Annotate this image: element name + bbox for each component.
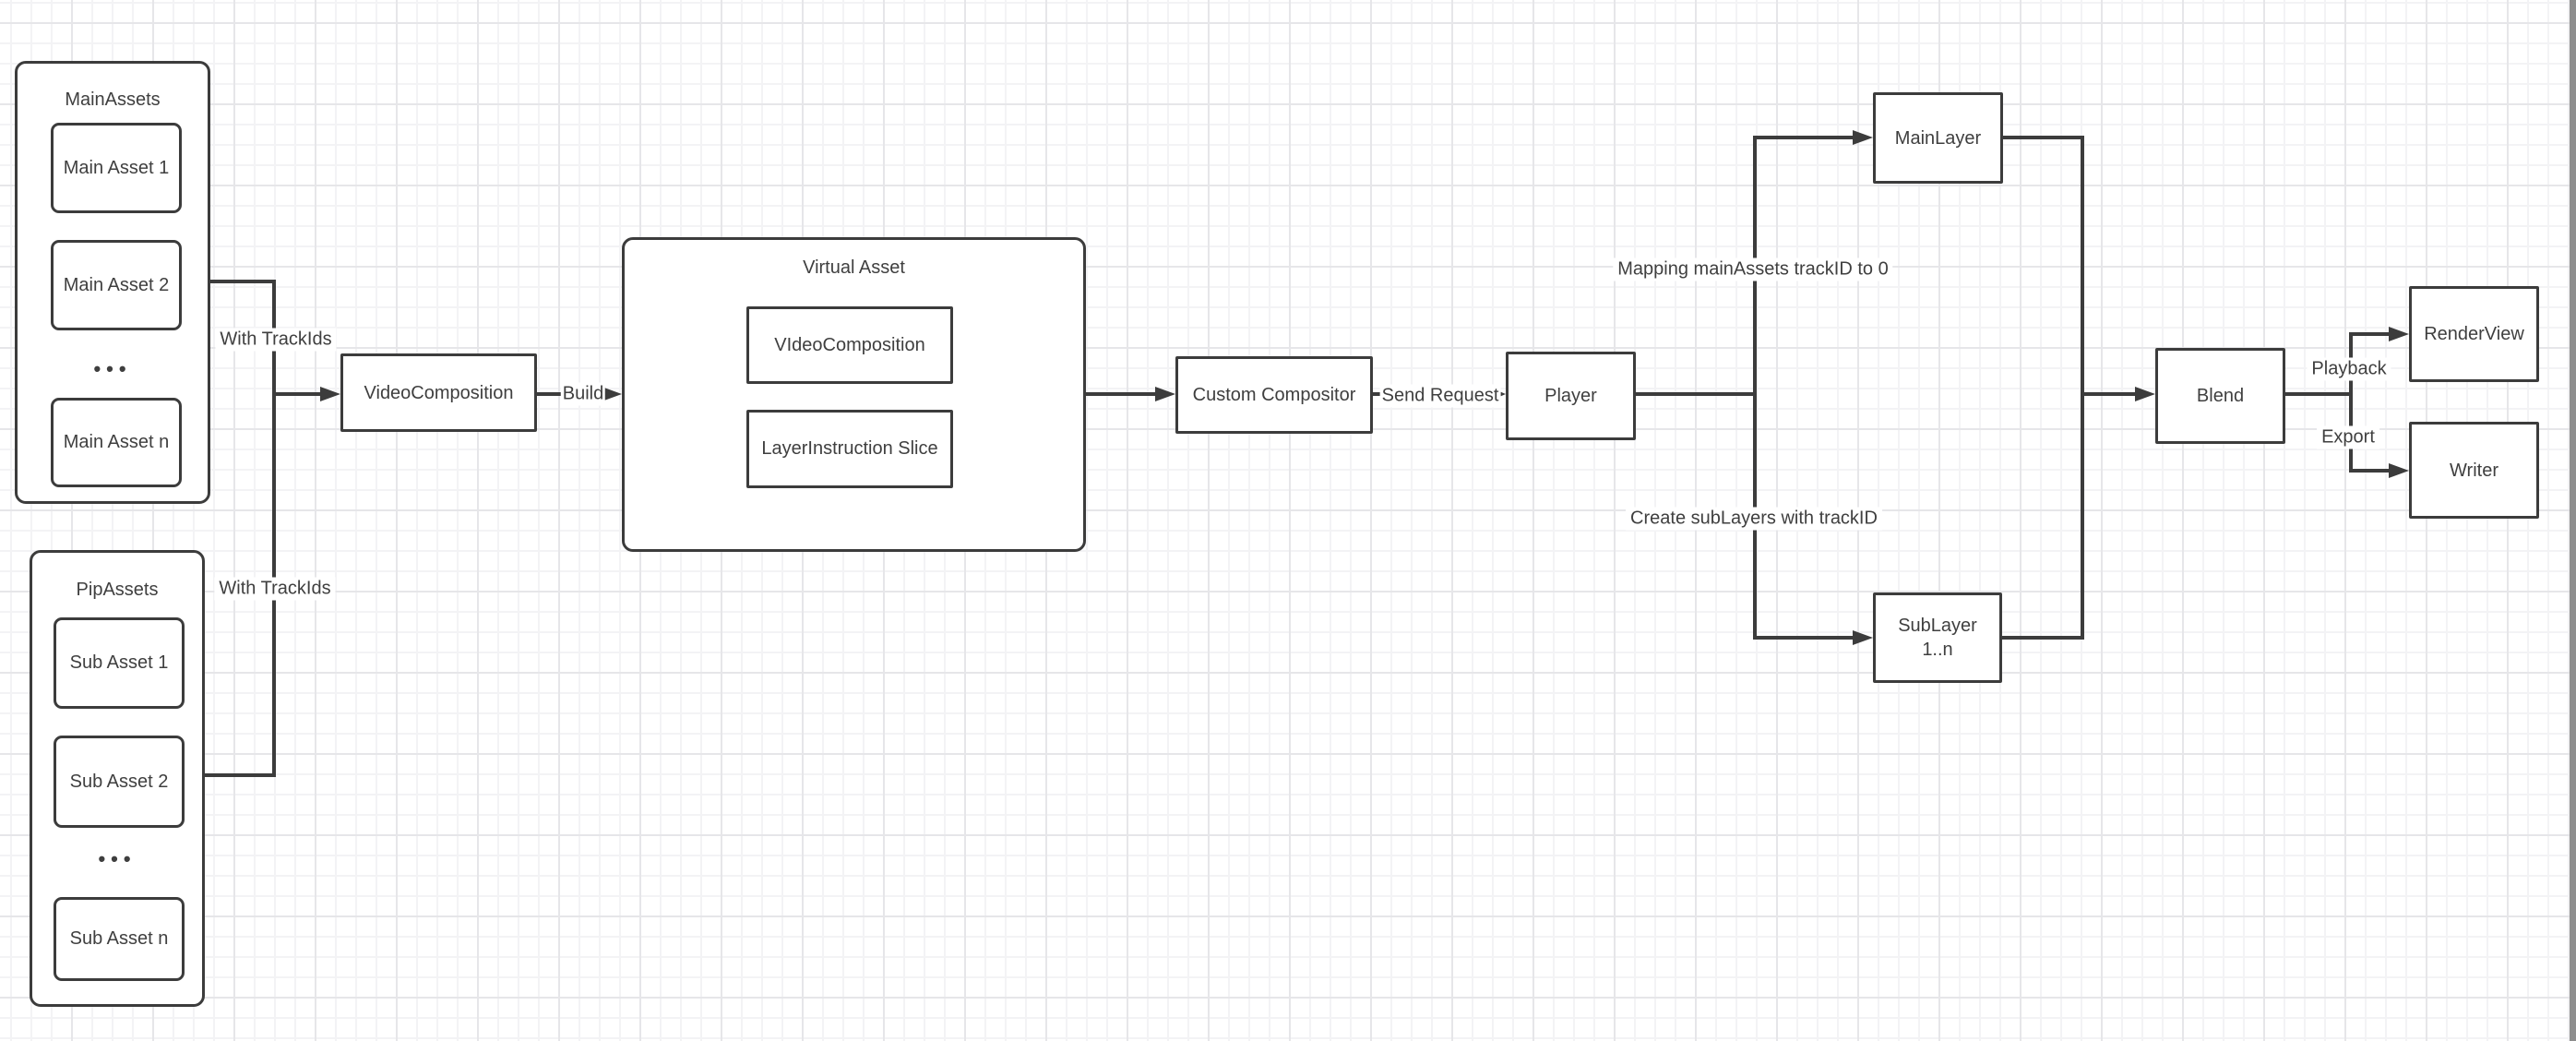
node-sub-asset-1[interactable]: Sub Asset 1: [54, 617, 185, 709]
node-render-view[interactable]: RenderView: [2409, 286, 2539, 382]
node-sub-asset-2[interactable]: Sub Asset 2: [54, 736, 185, 828]
arrowhead: [2135, 387, 2155, 401]
edge-label-export[interactable]: Export: [2317, 425, 2379, 449]
node-main-layer[interactable]: MainLayer: [1873, 92, 2003, 184]
edge-label-playback[interactable]: Playback: [2307, 357, 2391, 381]
edge-label-send-request[interactable]: Send Request: [1379, 384, 1501, 408]
node-sub-layer-line2: 1..n: [1922, 640, 1953, 660]
edge-label-with-trackids-pip[interactable]: With TrackIds: [214, 577, 336, 601]
group-pip-assets[interactable]: PipAssets Sub Asset 1 Sub Asset 2 ••• Su…: [30, 550, 205, 1007]
edge-mainlayer-merge[interactable]: [2003, 136, 2084, 139]
edge-junction-videocomposition[interactable]: [272, 392, 322, 396]
edge-label-mapping-mainassets[interactable]: Mapping mainAssets trackID to 0: [1613, 257, 1893, 281]
edge-split-vertical[interactable]: [2349, 332, 2353, 473]
node-sub-asset-n[interactable]: Sub Asset n: [54, 897, 185, 981]
edge-branch-sublayer[interactable]: [1753, 636, 1853, 640]
edge-mainassets-junction[interactable]: [209, 280, 276, 283]
arrowhead: [320, 387, 340, 401]
edge-blend-split[interactable]: [2285, 392, 2353, 396]
edge-player-branch[interactable]: [1636, 392, 1755, 396]
group-virtual-asset[interactable]: Virtual Asset VIdeoComposition LayerInst…: [622, 237, 1086, 552]
node-layerinstruction-slice[interactable]: LayerInstruction Slice: [746, 410, 953, 488]
node-player[interactable]: Player: [1506, 352, 1636, 440]
node-videocomposition-inner[interactable]: VIdeoComposition: [746, 306, 953, 384]
node-sub-layer-line1: SubLayer: [1898, 616, 1977, 636]
edge-split-writer[interactable]: [2349, 469, 2389, 473]
edge-merge-vertical[interactable]: [2081, 136, 2084, 640]
node-sub-layer[interactable]: SubLayer 1..n: [1873, 592, 2002, 683]
arrowhead: [1853, 130, 1873, 145]
edge-label-build[interactable]: Build: [560, 382, 606, 406]
arrowhead: [2389, 463, 2409, 478]
node-main-asset-2[interactable]: Main Asset 2: [51, 240, 182, 330]
node-main-asset-n[interactable]: Main Asset n: [51, 398, 182, 487]
ellipsis: •••: [93, 357, 132, 380]
arrowhead: [1853, 630, 1873, 645]
edge-branch-vertical[interactable]: [1753, 136, 1757, 640]
arrowhead: [602, 387, 622, 401]
arrowhead: [2389, 327, 2409, 341]
edge-sublayer-merge[interactable]: [2002, 636, 2084, 640]
edge-merge-blend[interactable]: [2081, 392, 2135, 396]
group-title: MainAssets: [65, 90, 161, 110]
node-blend[interactable]: Blend: [2155, 348, 2285, 444]
arrowhead: [1155, 387, 1175, 401]
edge-label-create-sublayers[interactable]: Create subLayers with trackID: [1626, 507, 1882, 531]
edge-pipassets-junction[interactable]: [203, 773, 276, 777]
group-main-assets[interactable]: MainAssets Main Asset 1 Main Asset 2 •••…: [15, 61, 210, 504]
group-title: Virtual Asset: [803, 257, 905, 278]
edge-label-with-trackids-main[interactable]: With TrackIds: [215, 328, 337, 352]
edge-split-renderview[interactable]: [2349, 332, 2389, 336]
node-writer[interactable]: Writer: [2409, 422, 2539, 519]
ellipsis: •••: [98, 847, 137, 870]
node-videocomposition[interactable]: VideoComposition: [340, 353, 537, 432]
node-main-asset-1[interactable]: Main Asset 1: [51, 123, 182, 213]
edge-virtualasset-customcompositor[interactable]: [1086, 392, 1155, 396]
window-edge-strip: [2570, 0, 2576, 1041]
group-title: PipAssets: [76, 580, 159, 600]
edge-branch-mainlayer[interactable]: [1753, 136, 1853, 139]
edge-junction-vertical[interactable]: [272, 280, 276, 777]
node-custom-compositor[interactable]: Custom Compositor: [1175, 356, 1373, 434]
